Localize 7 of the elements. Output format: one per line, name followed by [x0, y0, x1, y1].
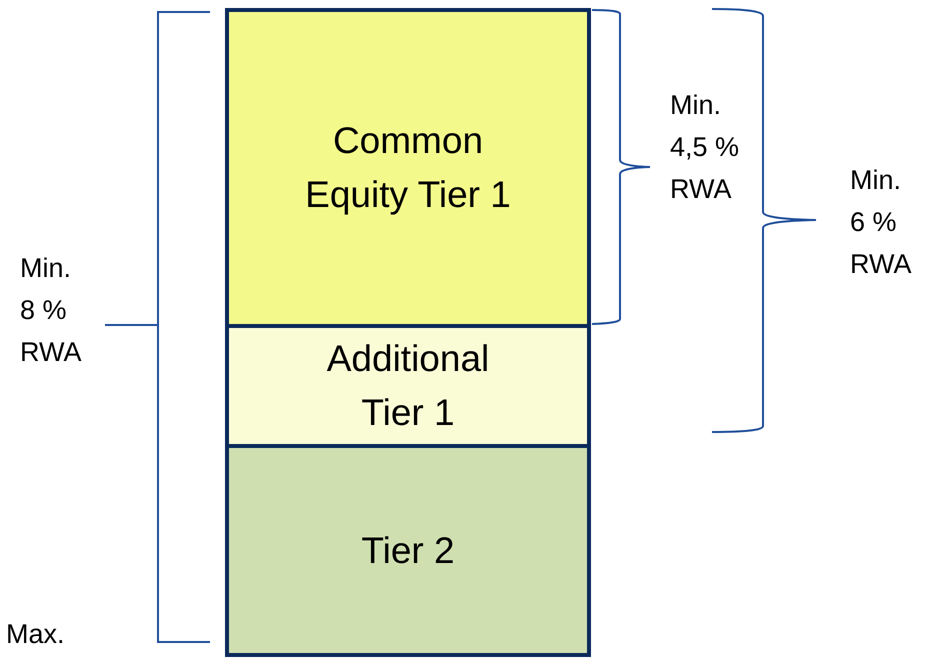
tier-label: Tier 2	[361, 528, 455, 573]
requirement-label: Min. 6 % RWA	[850, 164, 913, 281]
requirement-label: Min. 8 % RWA	[20, 252, 83, 369]
requirement-label: Max.	[6, 618, 66, 651]
tier-label: Additional Tier 1	[326, 337, 490, 435]
requirement-label: Min. 4,5 % RWA	[670, 89, 740, 206]
tier-label: Common Equity Tier 1	[304, 119, 512, 217]
